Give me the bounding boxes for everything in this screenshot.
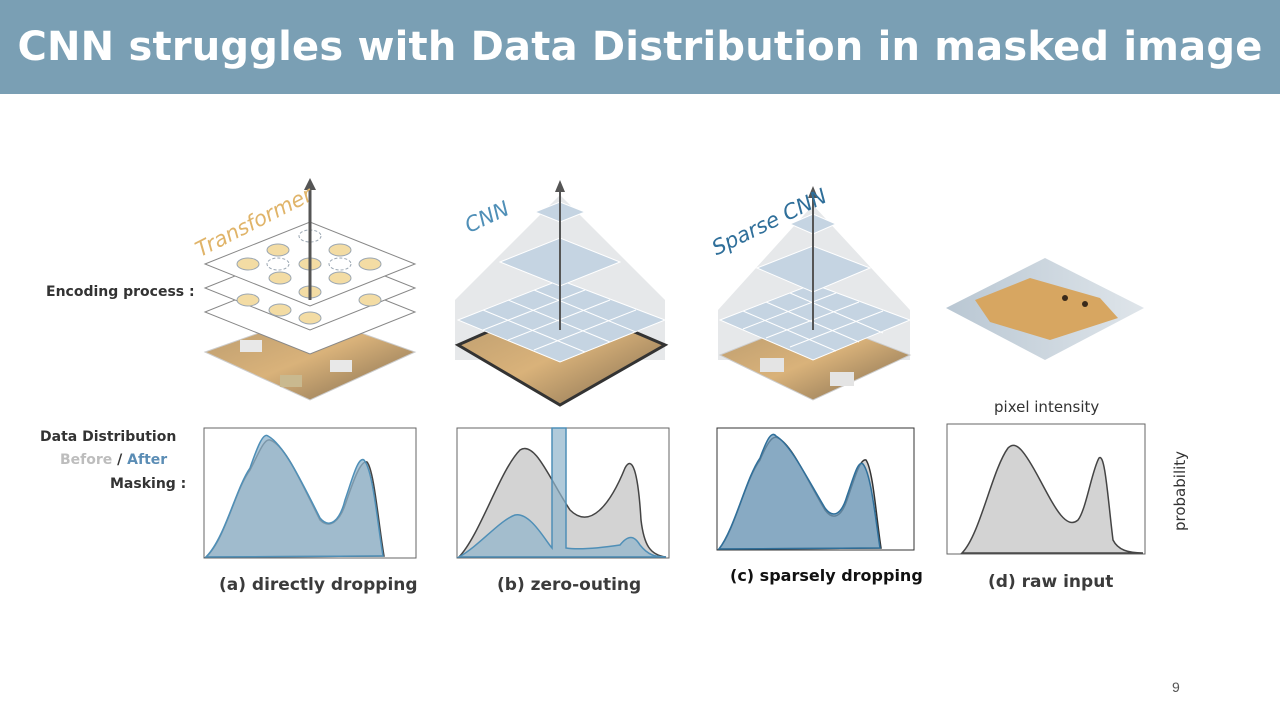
plot-c-after-curve <box>717 433 881 550</box>
caption-b: (b) zero-outing <box>497 575 642 595</box>
caption-a: (a) directly dropping <box>219 575 418 595</box>
before-after-label: Before / After <box>60 452 167 468</box>
cheetah-eye <box>1062 295 1068 301</box>
after-label: After <box>127 452 168 468</box>
plot-b-after-curve <box>456 427 667 558</box>
output-arrow-head <box>304 178 316 190</box>
probability-label: probability <box>1171 450 1189 531</box>
image-patch <box>280 375 302 387</box>
plot-d-raw-curve <box>960 444 1144 554</box>
pixel-intensity-label: pixel intensity <box>994 398 1100 416</box>
slash-label: / <box>112 452 128 468</box>
plot-b <box>456 427 670 559</box>
masking-label: Masking : <box>110 476 187 492</box>
title-bar: CNN struggles with Data Distribution in … <box>0 0 1280 94</box>
mask-patch <box>760 358 784 372</box>
sparse-cnn-diagram <box>718 186 912 401</box>
before-label: Before <box>60 452 113 468</box>
cnn-diagram <box>454 180 669 407</box>
plot-c <box>716 427 915 551</box>
page-number: 9 <box>1172 679 1180 695</box>
data-distribution-label: Data Distribution <box>40 429 177 445</box>
mask-patch <box>330 360 352 372</box>
mask-patch <box>830 372 854 386</box>
raw-input-image <box>946 258 1144 360</box>
token-dots <box>236 243 382 325</box>
sparse-arrow-head <box>808 186 818 198</box>
cheetah-eye <box>1082 301 1088 307</box>
plot-a-after-curve <box>204 434 384 558</box>
cnn-layer-3-grid <box>482 289 637 353</box>
plot-a <box>203 427 417 559</box>
cnn-arrow-head <box>555 180 565 192</box>
encoding-process-label: Encoding process : <box>46 284 195 300</box>
mask-patch <box>240 340 262 352</box>
caption-c: (c) sparsely dropping <box>730 566 923 585</box>
transformer-diagram <box>203 178 417 401</box>
caption-d: (d) raw input <box>988 572 1114 592</box>
plot-d <box>946 423 1146 555</box>
slide-title: CNN struggles with Data Distribution in … <box>17 24 1263 70</box>
cheetah-shape <box>975 278 1118 340</box>
